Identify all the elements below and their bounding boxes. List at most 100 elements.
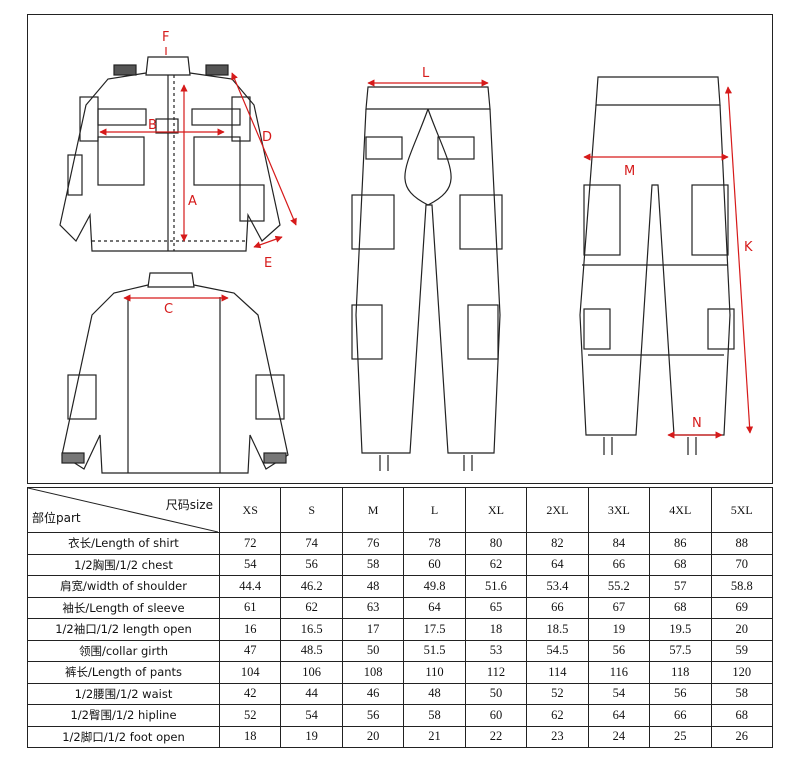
jacket-front-sketch [59,56,281,252]
measure-label-b: B [148,118,157,133]
table-cell: 53.4 [526,575,589,598]
row-label: 1/2袖口/1/2 length open [27,618,220,641]
table-cell: 25 [649,725,712,748]
table-cell: 23 [526,725,589,748]
garment-sketches: F B A D E C [59,30,754,474]
table-cell: 26 [710,725,773,748]
size-header-2xl: 2XL [526,487,589,533]
measure-label-a: A [188,194,197,209]
table-cell: 62 [526,704,589,727]
table-cell: 56 [341,704,405,727]
corner-diagonal [28,488,218,532]
table-cell: 46 [341,682,405,705]
table-cell: 120 [710,661,773,684]
measure-label-l: L [422,66,430,81]
jacket-back-sketch [61,272,289,474]
table-cell: 60 [403,553,466,576]
table-cell: 22 [464,725,528,748]
row-label: 1/2脚口/1/2 foot open [27,725,220,748]
size-header-row: 尺码size 部位part XS S M L XL 2XL 3XL 4XL 5X… [27,487,773,533]
row-label: 1/2腰围/1/2 waist [27,682,220,705]
table-cell: 18 [464,618,528,641]
table-cell: 88 [710,532,773,555]
table-cell: 50 [341,639,405,662]
table-cell: 58 [710,682,773,705]
table-cell: 66 [526,596,589,619]
size-header-s: S [280,487,343,533]
table-cell: 46.2 [280,575,343,598]
size-chart-table: 尺码size 部位part XS S M L XL 2XL 3XL 4XL 5X… [27,487,773,748]
table-cell: 114 [526,661,589,684]
table-cell: 55.2 [587,575,651,598]
table-cell: 112 [464,661,528,684]
table-cell: 20 [710,618,773,641]
table-cell: 86 [649,532,712,555]
table-cell: 53 [464,639,528,662]
table-cell: 20 [341,725,405,748]
measure-label-e: E [264,256,272,271]
row-label: 1/2臀围/1/2 hipline [27,704,220,727]
table-cell: 76 [341,532,405,555]
table-cell: 48 [403,682,466,705]
table-cell: 42 [218,682,282,705]
table-cell: 54.5 [526,639,589,662]
table-cell: 24 [587,725,651,748]
table-cell: 57.5 [649,639,712,662]
table-cell: 72 [218,532,282,555]
table-cell: 74 [280,532,343,555]
table-cell: 21 [403,725,466,748]
table-cell: 68 [649,596,712,619]
size-header-5xl: 5XL [710,487,773,533]
corner-part-label: 部位part [32,511,81,525]
header-corner-cell: 尺码size 部位part [27,487,220,533]
table-cell: 78 [403,532,466,555]
table-cell: 106 [280,661,343,684]
table-cell: 48.5 [280,639,343,662]
table-cell: 64 [403,596,466,619]
table-cell: 104 [218,661,282,684]
table-cell: 82 [526,532,589,555]
table-cell: 84 [587,532,651,555]
table-cell: 54 [587,682,651,705]
table-cell: 58 [341,553,405,576]
row-label: 袖长/Length of sleeve [27,596,220,619]
table-cell: 50 [464,682,528,705]
table-cell: 64 [526,553,589,576]
table-cell: 70 [710,553,773,576]
size-header-m: M [341,487,405,533]
table-cell: 62 [280,596,343,619]
pants-side-sketch [579,76,735,455]
table-cell: 61 [218,596,282,619]
size-header-l: L [403,487,466,533]
table-cell: 44 [280,682,343,705]
measure-label-c: C [164,302,173,317]
table-cell: 57 [649,575,712,598]
table-cell: 16 [218,618,282,641]
size-header-xs: XS [218,487,282,533]
table-cell: 80 [464,532,528,555]
size-header-4xl: 4XL [649,487,712,533]
table-cell: 69 [710,596,773,619]
table-cell: 48 [341,575,405,598]
table-cell: 16.5 [280,618,343,641]
table-cell: 65 [464,596,528,619]
table-cell: 54 [280,704,343,727]
table-cell: 63 [341,596,405,619]
measure-label-m: M [624,164,635,179]
table-cell: 19.5 [649,618,712,641]
row-label: 领围/collar girth [27,639,220,662]
table-cell: 108 [341,661,405,684]
table-cell: 19 [587,618,651,641]
table-cell: 68 [710,704,773,727]
size-header-xl: XL [464,487,528,533]
table-cell: 18.5 [526,618,589,641]
